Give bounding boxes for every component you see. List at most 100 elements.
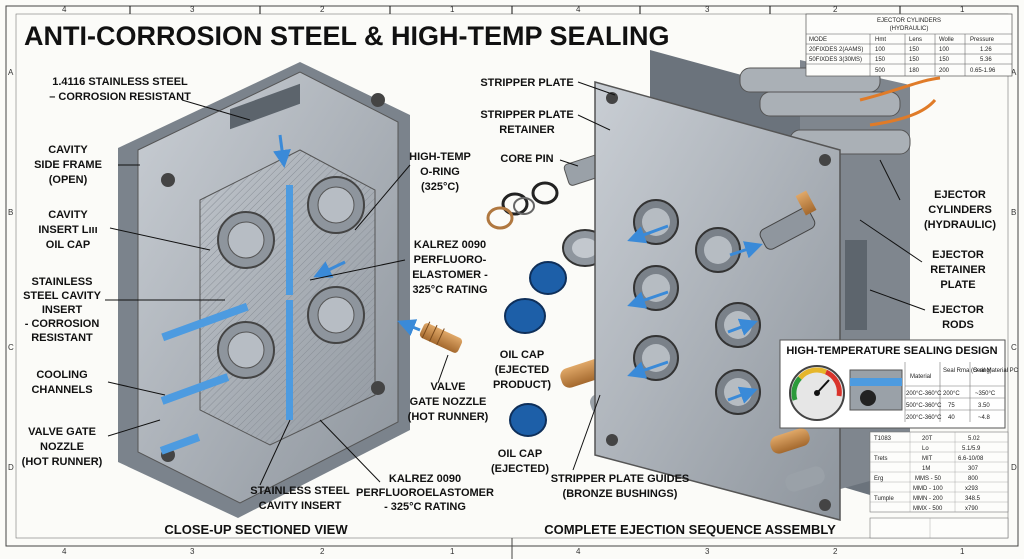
label-kalrez-mid-1: KALREZ 0090 [414, 239, 486, 251]
page-title: ANTI-CORROSION STEEL & HIGH-TEMP SEALING [24, 21, 670, 51]
cyl-r2-2: 180 [909, 68, 920, 74]
grid-col-1: 4 [62, 5, 67, 14]
label-oring-3: (325°C) [421, 181, 459, 193]
label-ejector-ret-1: EJECTOR [932, 249, 984, 261]
spec-r2-2: 6.6-10/08 [958, 456, 984, 462]
label-ejector-cyl-2: CYLINDERS [928, 204, 992, 216]
seal-r0-0: 200°C-360°C [906, 391, 942, 397]
labels-right: EJECTOR CYLINDERS (HYDRAULIC) EJECTOR RE… [924, 189, 996, 331]
o-ring-set [486, 181, 559, 230]
grid-col-7: 2 [833, 5, 838, 14]
cyl-r0-1: 100 [875, 47, 886, 53]
label-oil-cap-ejected-1: OIL CAP [498, 448, 542, 460]
spec-r5-1: MMD - 100 [913, 486, 943, 492]
seal-r2-1: 40 [948, 415, 955, 421]
spec-r7-1: MMX - 500 [913, 506, 943, 512]
seal-h-1: Seal Rma (O-ring) [943, 368, 992, 374]
label-oil-cap-product-3: PRODUCT) [493, 379, 551, 391]
seal-r0-2: ~350°C [975, 391, 996, 397]
spec-r2-0: Trets [874, 456, 887, 462]
grid-col-b3: 2 [320, 547, 325, 556]
label-oring-1: HIGH-TEMP [409, 151, 471, 163]
grid-row-b: B [8, 208, 13, 217]
label-valve-mid-2: GATE NOZZLE [410, 396, 487, 408]
spec-r5-2: x293 [965, 486, 979, 492]
seal-r2-2: ~4.8 [978, 415, 991, 421]
grid-row-c-r: C [1011, 343, 1017, 352]
spec-r3-2: 307 [968, 466, 979, 472]
grid-row-labels: A B C D A B C D [8, 68, 1017, 472]
label-ejector-cyl-1: EJECTOR [934, 189, 986, 201]
sectioned-mold [118, 62, 421, 518]
grid-col-b7: 2 [833, 547, 838, 556]
grid-column-labels: 4 3 2 1 4 3 2 1 4 3 2 1 4 3 2 1 [62, 5, 965, 556]
grid-col-8: 1 [960, 5, 965, 14]
caption-right: COMPLETE EJECTION SEQUENCE ASSEMBLY [544, 522, 836, 537]
cyl-r1-2: 150 [909, 57, 920, 63]
cyl-r1-1: 150 [875, 57, 886, 63]
seal-r1-0: 500°C-360°C [906, 403, 942, 409]
label-ss-insert-2: STEEL CAVITY [23, 290, 101, 302]
label-oil-cap-product-2: (EJECTED [495, 364, 549, 376]
grid-col-3: 2 [320, 5, 325, 14]
grid-col-b1: 4 [62, 547, 67, 556]
label-valve-mid-3: (HOT RUNNER) [408, 411, 489, 423]
label-insert-oil-3: OIL CAP [46, 239, 90, 251]
label-side-frame-1: CAVITY [48, 144, 88, 156]
seal-r1-1: 75 [948, 403, 955, 409]
spec-r0-1: 20T [922, 436, 933, 442]
grid-col-b4: 1 [450, 547, 455, 556]
cyl-r1-4: 5.36 [980, 57, 992, 63]
cyl-h-0: MODE [809, 37, 827, 43]
cyl-r0-2: 150 [909, 47, 920, 53]
label-ss-insert-5: RESISTANT [31, 332, 93, 344]
label-kalrez-bottom-3: - 325°C RATING [384, 501, 466, 513]
label-kalrez-mid-3: ELASTOMER - [412, 269, 488, 281]
label-cooling-1: COOLING [36, 369, 87, 381]
spec-r6-0: Tumple [874, 496, 894, 502]
label-kalrez-mid-2: PERFLUORO- [414, 254, 487, 266]
label-oil-cap-ejected-2: (EJECTED) [491, 463, 549, 475]
label-valve-left-2: NOZZLE [40, 441, 84, 453]
label-cooling-2: CHANNELS [31, 384, 92, 396]
grid-col-2: 3 [190, 5, 195, 14]
grid-col-b5: 4 [576, 547, 581, 556]
grid-row-d-r: D [1011, 463, 1017, 472]
cyl-h-3: Wolle [939, 37, 955, 43]
label-ejector-ret-2: RETAINER [930, 264, 985, 276]
seal-h-0: Material [910, 374, 931, 380]
spec-r0-2: 5.02 [968, 436, 980, 442]
label-ejector-cyl-3: (HYDRAULIC) [924, 219, 996, 231]
cyl-r2-1: 500 [875, 68, 886, 74]
seal-r1-2: 3.50 [978, 403, 990, 409]
labels-middle: HIGH-TEMP O-RING (325°C) KALREZ 0090 PER… [408, 77, 690, 500]
label-ss-cavity-2: CAVITY INSERT [259, 500, 342, 512]
temperature-gauge-icon [789, 365, 845, 421]
label-side-frame-2: SIDE FRAME [34, 159, 102, 171]
spec-r4-1: MMS - 50 [915, 476, 942, 482]
label-insert-oil-2: INSERT Lııı [38, 224, 97, 236]
cylinder-table: EJECTOR CYLINDERS (HYDRAULIC) MODE Hmt L… [805, 13, 1013, 77]
sealing-design-panel: HIGH-TEMPERATURE SEALING DESIGN Material… [779, 339, 1019, 429]
leader-lines [105, 81, 926, 486]
cyl-h-1: Hmt [875, 37, 886, 43]
grid-col-b6: 3 [705, 547, 710, 556]
seal-cross-section-icon [849, 369, 903, 411]
label-stripper-ret-1: STRIPPER PLATE [480, 109, 573, 121]
cooling-channels [159, 185, 293, 455]
spec-r1-2: 5.1/5.9 [962, 446, 981, 452]
seal-r2-0: 200°C-360°C [906, 415, 942, 421]
spec-r4-2: 800 [968, 476, 979, 482]
label-stripper-ret-2: RETAINER [499, 124, 554, 136]
cyl-r2-4: 0.65-1.96 [970, 68, 996, 74]
label-valve-mid-1: VALVE [430, 381, 465, 393]
grid-row-c: C [8, 343, 14, 352]
labels-left: 1.4116 STAINLESS STEEL – CORROSION RESIS… [22, 76, 494, 513]
cyl-r1-0: 50FIXDES 3(30MS) [809, 57, 862, 63]
grid-col-b8: 1 [960, 547, 965, 556]
label-kalrez-bottom-2: PERFLUOROELASTOMER [356, 487, 494, 499]
label-oil-cap-product-1: OIL CAP [500, 349, 544, 361]
cyl-h-4: Pressure [970, 37, 995, 43]
